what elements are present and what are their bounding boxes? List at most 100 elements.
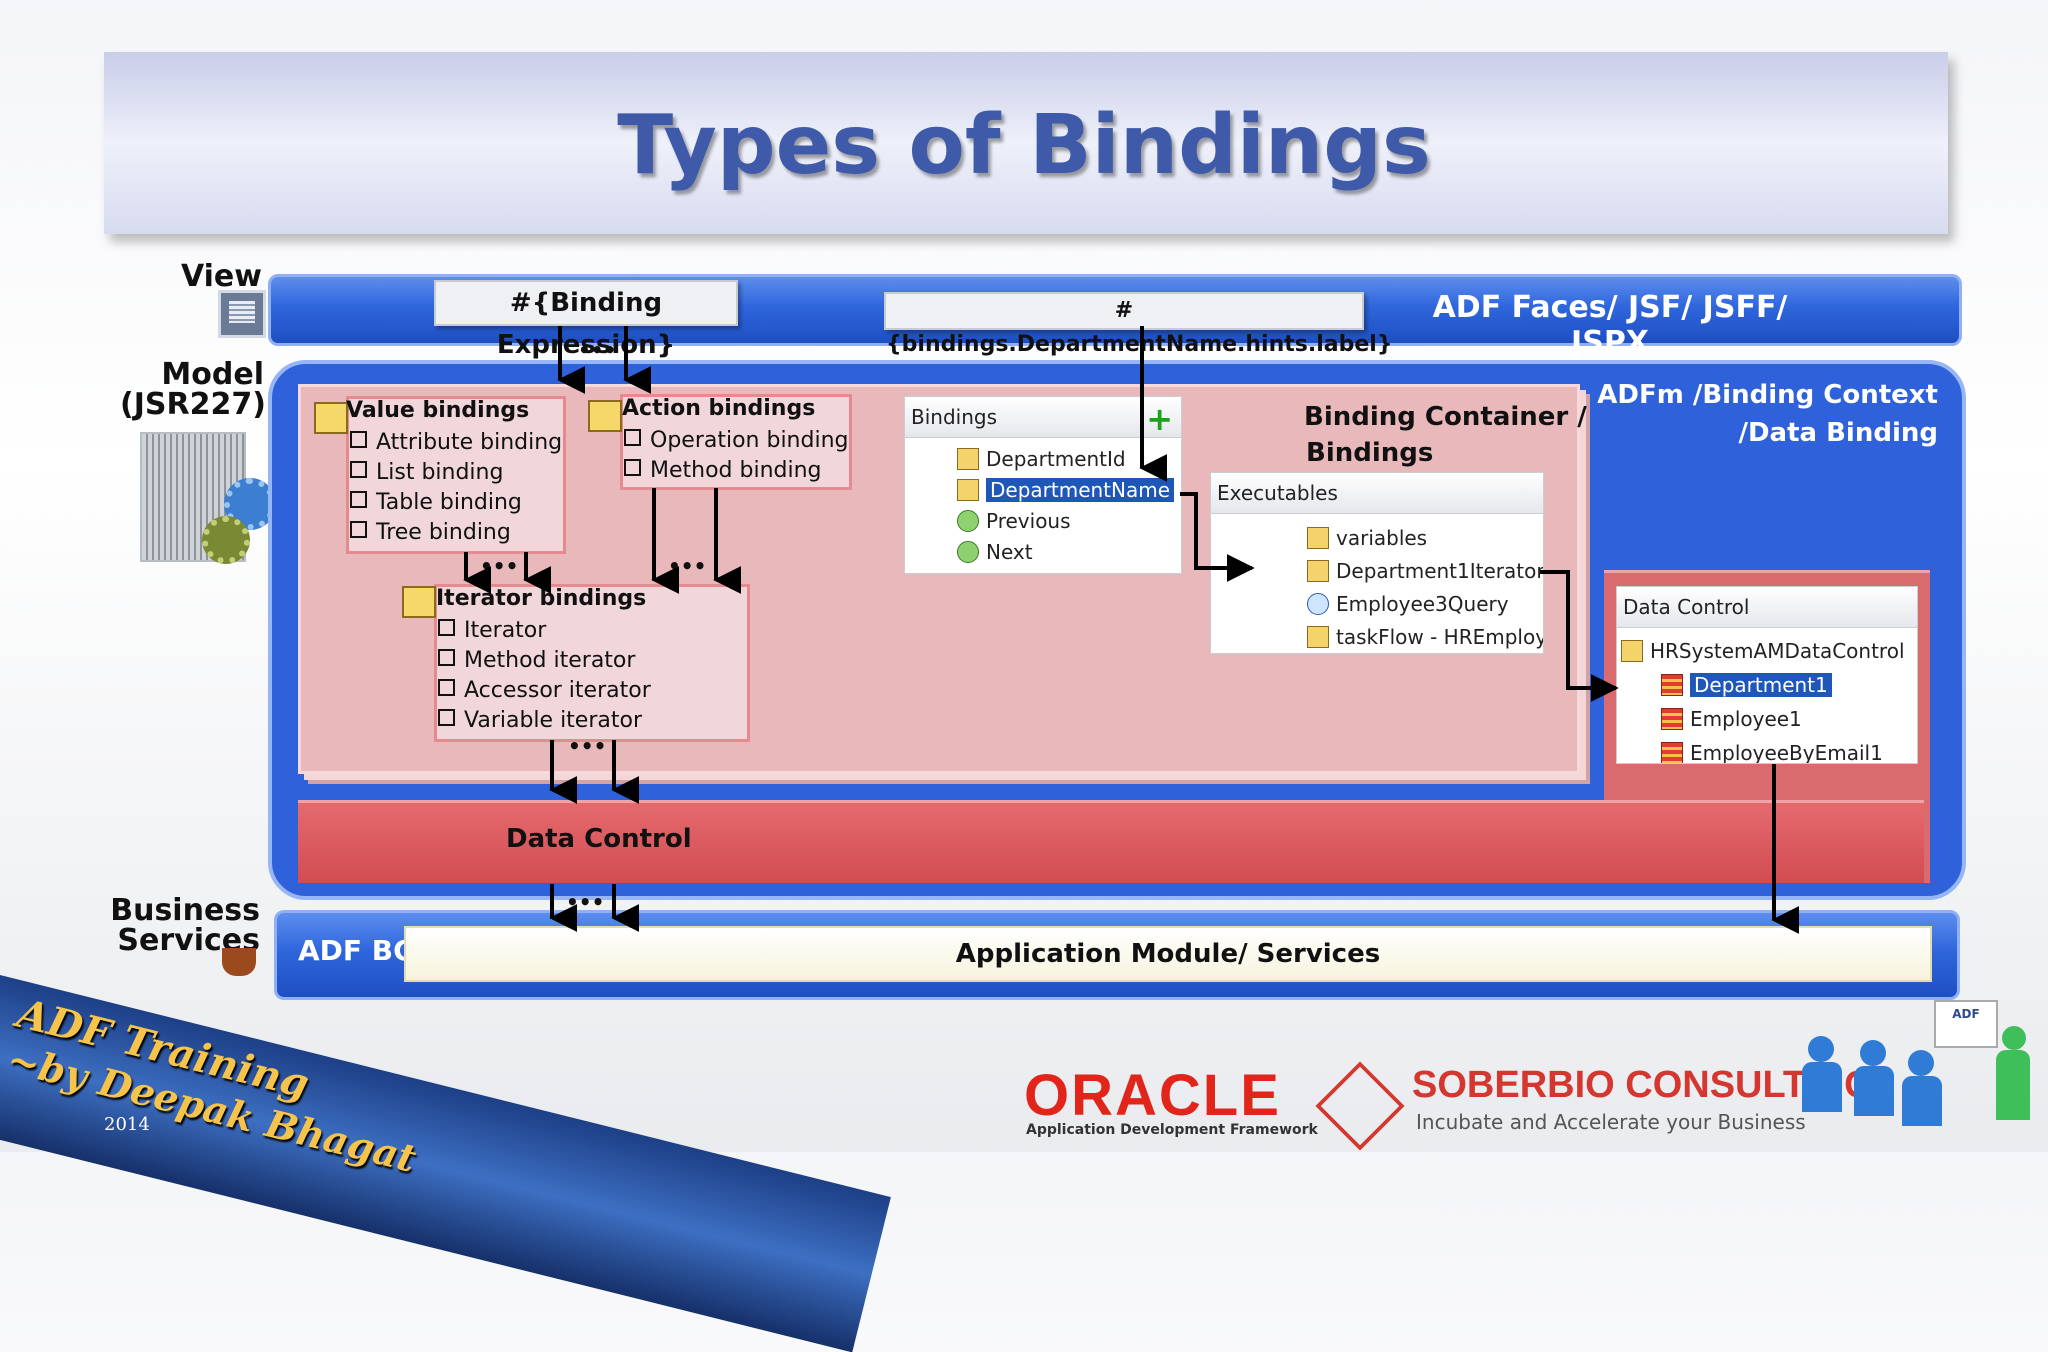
ellipsis: •••	[568, 734, 607, 758]
ellipsis: •••	[578, 338, 617, 362]
action-bindings-title: Action bindings	[622, 396, 816, 421]
checkbox-icon	[438, 619, 455, 636]
view-layer-label: View	[180, 259, 262, 294]
search-icon	[1307, 593, 1329, 615]
binding-container-sublabel: Bindings	[1306, 438, 1434, 468]
list-item: Method binding	[624, 456, 848, 486]
data-control-band	[298, 800, 1924, 883]
taskflow-icon	[1307, 626, 1329, 648]
list-item: Table binding	[350, 488, 562, 518]
list-item: Attribute binding	[350, 428, 562, 458]
tree-item[interactable]: Employee3Query	[1307, 588, 1543, 621]
iterator-binding-icon	[402, 586, 436, 618]
soberbio-tagline: Incubate and Accelerate your Business	[1416, 1110, 1806, 1134]
binding-container-label: Binding Container /	[1304, 402, 1587, 432]
action-bindings-list: Operation binding Method binding	[624, 426, 848, 486]
executables-panel: Executables variables Department1Iterato…	[1210, 472, 1544, 654]
tree-item[interactable]: taskFlow - HREmploye	[1307, 621, 1543, 653]
list-item: Iterator	[438, 616, 651, 646]
value-bindings-panel	[346, 396, 566, 554]
tree-item[interactable]: EmployeeByEmail1	[1621, 736, 1917, 763]
data-control-header: Data Control	[1617, 587, 1917, 628]
attribute-icon	[957, 479, 979, 501]
action-binding-icon	[588, 400, 622, 432]
ribbon-year: 2014	[104, 1114, 150, 1135]
collection-icon	[1661, 742, 1683, 763]
bindings-tree-panel: Bindings + DepartmentId DepartmentName P…	[904, 396, 1182, 574]
presenter-body	[1996, 1050, 2030, 1120]
data-control-icon	[1621, 640, 1643, 662]
title-banner	[104, 52, 1948, 234]
data-control-label: Data Control	[506, 824, 692, 854]
action-icon	[957, 541, 979, 563]
value-bindings-list: Attribute binding List binding Table bin…	[350, 428, 562, 548]
checkbox-icon	[438, 649, 455, 666]
business-layer-label: Business	[110, 893, 260, 928]
iterator-bindings-list: Iterator Method iterator Accessor iterat…	[438, 616, 651, 736]
oracle-logo: ORACLE	[1024, 1063, 1281, 1128]
soberbio-logo: SOBERBIO CONSULTING	[1412, 1064, 1874, 1106]
action-bindings-panel	[620, 394, 852, 490]
action-icon	[957, 510, 979, 532]
tree-item-selected[interactable]: DepartmentName	[957, 475, 1181, 506]
person-icon	[1808, 1036, 1834, 1062]
checkbox-icon	[624, 429, 641, 446]
training-people-illustration: ADF	[1796, 1000, 2032, 1140]
view-page-icon	[218, 290, 266, 338]
variables-icon	[1307, 527, 1329, 549]
checkbox-icon	[438, 709, 455, 726]
flow-arrows	[463, 326, 1800, 934]
person-body	[1902, 1076, 1942, 1126]
checkbox-icon	[624, 459, 641, 476]
executables-header: Executables	[1211, 473, 1543, 514]
checkbox-icon	[350, 491, 367, 508]
collection-icon	[1661, 674, 1683, 696]
person-icon	[1860, 1040, 1886, 1066]
iterator-bindings-panel	[434, 584, 750, 742]
whiteboard: ADF	[1934, 1000, 1998, 1048]
person-icon	[1908, 1050, 1934, 1076]
oracle-subtitle: Application Development Framework	[1026, 1122, 1318, 1138]
arrow	[1540, 570, 1619, 702]
model-layer-subtitle: /Data Binding	[1738, 418, 1938, 448]
collection-icon	[1661, 708, 1683, 730]
list-item: Accessor iterator	[438, 676, 651, 706]
model-layer-sublabel: (JSR227)	[120, 387, 266, 422]
presenter-icon	[2002, 1026, 2026, 1050]
list-item: Operation binding	[624, 426, 848, 456]
tree-item[interactable]: variables	[1307, 522, 1543, 555]
bindings-tree-header: Bindings +	[905, 397, 1181, 438]
view-technology-label: ADF Faces/ JSF/ JSFF/ JSPX	[1432, 290, 1788, 360]
tree-item[interactable]: HRSystemAMDataControl	[1621, 634, 1917, 668]
checkbox-icon	[350, 431, 367, 448]
list-item: Variable iterator	[438, 706, 651, 736]
page-title: Types of Bindings	[617, 98, 1431, 193]
data-control-panel: Data Control HRSystemAMDataControl Depar…	[1616, 586, 1918, 764]
adf-bc-label: ADF BC	[298, 934, 414, 967]
tree-item[interactable]: Next	[957, 537, 1181, 568]
list-item: List binding	[350, 458, 562, 488]
hints-label-expression-box: #{bindings.DepartmentName.hints.label}	[884, 292, 1392, 357]
model-layer-label: Model	[161, 357, 264, 392]
value-binding-icon	[314, 402, 348, 434]
tree-item[interactable]: Employee1	[1621, 702, 1917, 736]
application-module-box: Application Module/ Services	[404, 926, 1932, 982]
binding-expression-box: #{Binding Expression}	[434, 280, 738, 360]
tree-item[interactable]: DepartmentId	[957, 444, 1181, 475]
add-icon[interactable]: +	[1146, 400, 1173, 438]
model-layer-title: ADFm /Binding Context	[1597, 380, 1938, 410]
iterator-icon	[1307, 560, 1329, 582]
tree-item[interactable]: Department1Iterator	[1307, 555, 1543, 588]
tree-item-selected[interactable]: Department1	[1621, 668, 1917, 702]
checkbox-icon	[350, 461, 367, 478]
person-body	[1854, 1066, 1894, 1116]
coffee-cup-icon	[222, 948, 256, 976]
arrow	[1180, 492, 1255, 582]
list-item: Method iterator	[438, 646, 651, 676]
attribute-icon	[957, 448, 979, 470]
checkbox-icon	[350, 521, 367, 538]
checkbox-icon	[438, 679, 455, 696]
value-bindings-title: Value bindings	[346, 398, 530, 423]
gear-icon-secondary	[202, 516, 250, 564]
tree-item[interactable]: Previous	[957, 506, 1181, 537]
